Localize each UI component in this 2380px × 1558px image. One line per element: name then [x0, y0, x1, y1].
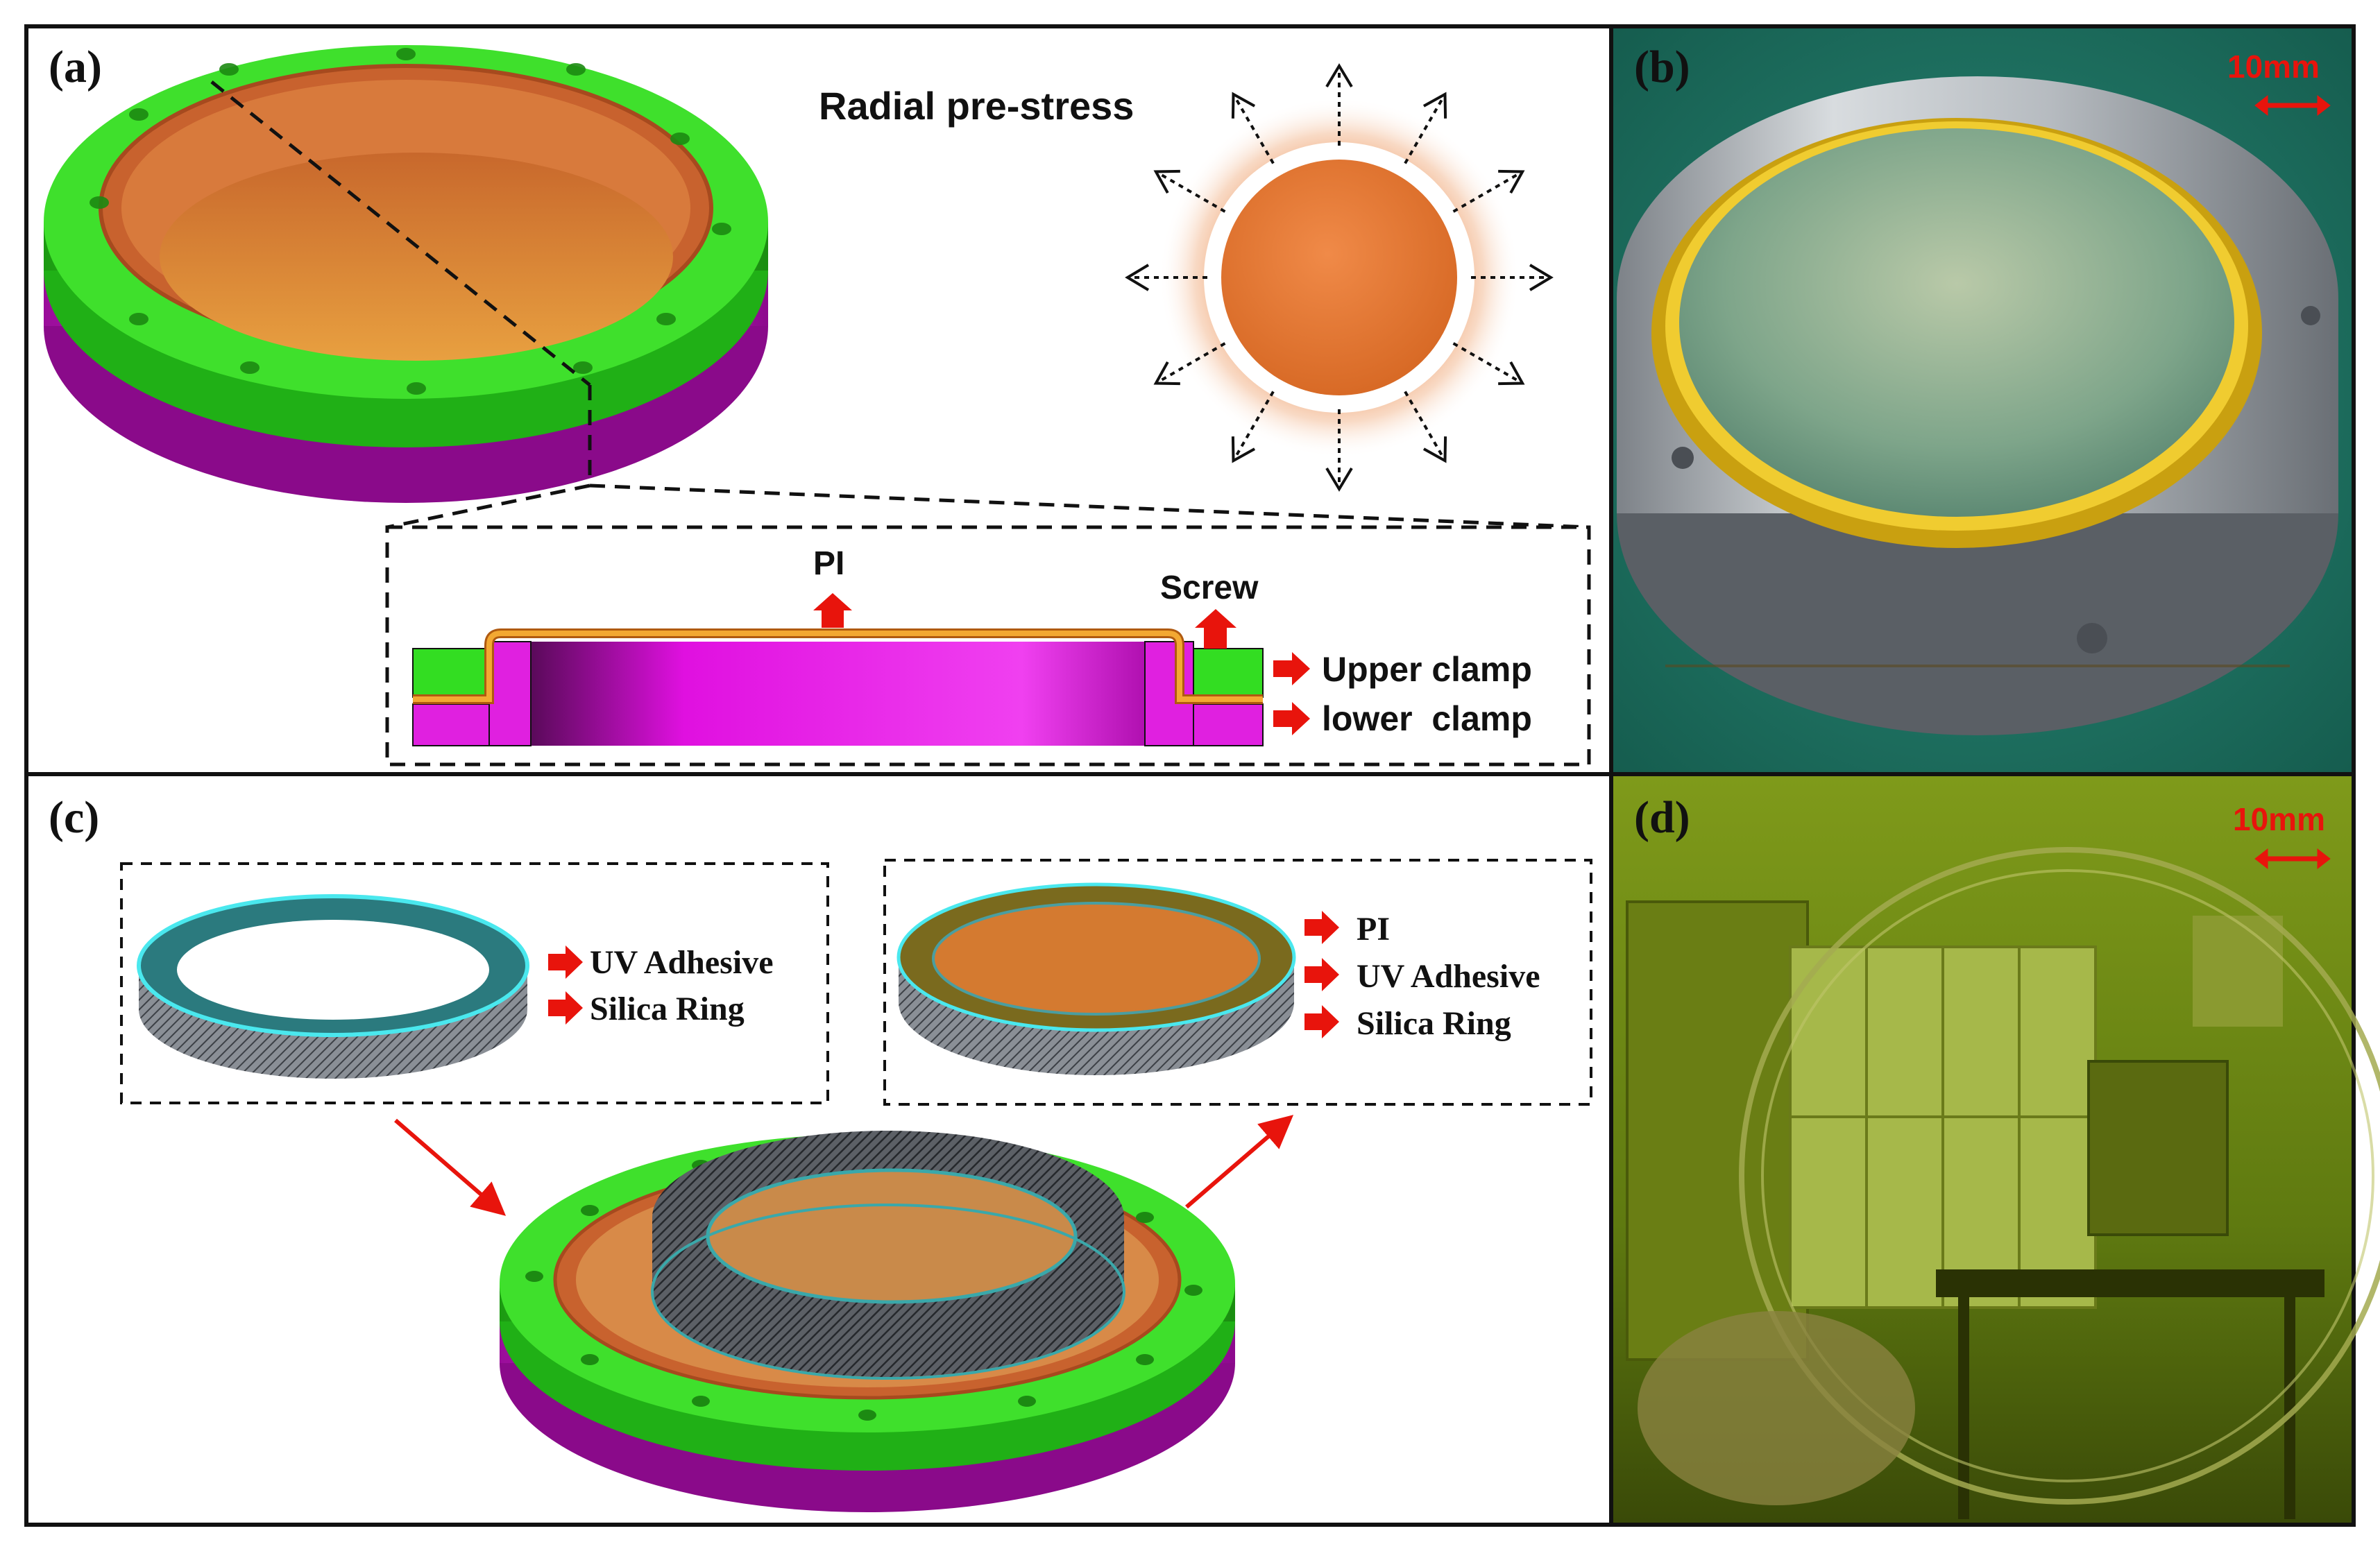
prestress-arrow-head	[1422, 436, 1447, 463]
panel-d-label: (d)	[1634, 792, 1690, 843]
prestress-arrow-shaft	[1232, 391, 1275, 462]
right-ring-box	[883, 859, 1592, 1106]
prestress-arrow-shaft	[1155, 170, 1226, 213]
right-label-pi: PI	[1357, 911, 1390, 948]
panel-b-scale-label: 10mm	[2227, 49, 2320, 85]
panel-a: (a)	[44, 42, 1591, 767]
prestress-arrows	[1125, 63, 1554, 492]
prestress-arrow-head	[1325, 467, 1353, 492]
prestress-arrow-head	[1529, 264, 1554, 291]
cross-section-inset: PI Screw Upper clamp lower clamp	[385, 483, 1591, 767]
left-label-silica-ring: Silica Ring	[590, 991, 745, 1027]
inset-label-screw: Screw	[1160, 570, 1259, 606]
prestress-disc	[1159, 97, 1520, 458]
left-box-legend: UV Adhesive Silica Ring	[548, 944, 774, 1027]
radial-prestress-title: Radial pre-stress	[819, 84, 1134, 128]
prestress-arrow-shaft	[1452, 342, 1524, 385]
left-ring-box	[120, 862, 829, 1104]
screw-up-arrow	[1195, 609, 1236, 649]
right-box-legend: PI UV Adhesive Silica Ring	[1304, 911, 1540, 1042]
prestress-arrow-head	[1422, 92, 1447, 119]
prestress-arrow-head	[1125, 264, 1150, 291]
panel-c-label: (c)	[49, 792, 99, 843]
prestress-arrow-shaft	[1232, 93, 1275, 164]
prestress-arrow-head	[1498, 169, 1525, 194]
prestress-arrow-shaft	[1404, 391, 1447, 462]
panel-b-label: (b)	[1634, 42, 1690, 92]
prestress-arrow-shaft	[1404, 93, 1447, 164]
left-label-uv-adhesive: UV Adhesive	[590, 944, 774, 981]
inset-label-lower-clamp: lower clamp	[1322, 699, 1532, 738]
clamp-assembly-a	[44, 45, 768, 503]
prestress-arrow-shaft	[1155, 342, 1226, 385]
panel-d-photo: (d) 10mm	[1613, 776, 2380, 1523]
prestress-arrow-head	[1153, 361, 1180, 386]
inset-label-pi: PI	[813, 545, 844, 582]
prestress-arrow-shaft	[1452, 170, 1524, 213]
prestress-arrow-head	[1498, 361, 1525, 386]
silica-ring-left	[137, 894, 529, 1079]
panel-b-scale-bar	[2254, 94, 2331, 117]
prestress-arrow-head	[1231, 436, 1256, 463]
panel-borders	[24, 24, 2356, 1527]
prestress-arrow-head	[1325, 63, 1353, 88]
panel-d-scale-label: 10mm	[2233, 801, 2325, 837]
panel-b-photo: (b) 10mm	[1613, 28, 2352, 772]
prestress-arrow-head	[1231, 92, 1256, 119]
flow-arrow-left	[394, 1118, 507, 1216]
prestress-arrow-head	[1153, 169, 1180, 194]
panel-a-label: (a)	[49, 42, 102, 92]
right-label-silica-ring: Silica Ring	[1357, 1005, 1511, 1042]
lower-clamp-arrow	[1273, 702, 1310, 735]
upper-clamp-arrow	[1273, 652, 1310, 685]
pi-up-arrow	[813, 593, 852, 628]
flow-arrow-right	[1185, 1115, 1294, 1209]
panel-c: (c) UV Adhesive Silica Ring	[49, 792, 1592, 1512]
inset-label-upper-clamp: Upper clamp	[1322, 650, 1532, 689]
panel-d-scale-bar	[2254, 848, 2331, 870]
clamp-assembly-c	[500, 1131, 1235, 1512]
silica-ring-right	[896, 882, 1296, 1075]
right-label-uv-adhesive: UV Adhesive	[1357, 958, 1540, 995]
